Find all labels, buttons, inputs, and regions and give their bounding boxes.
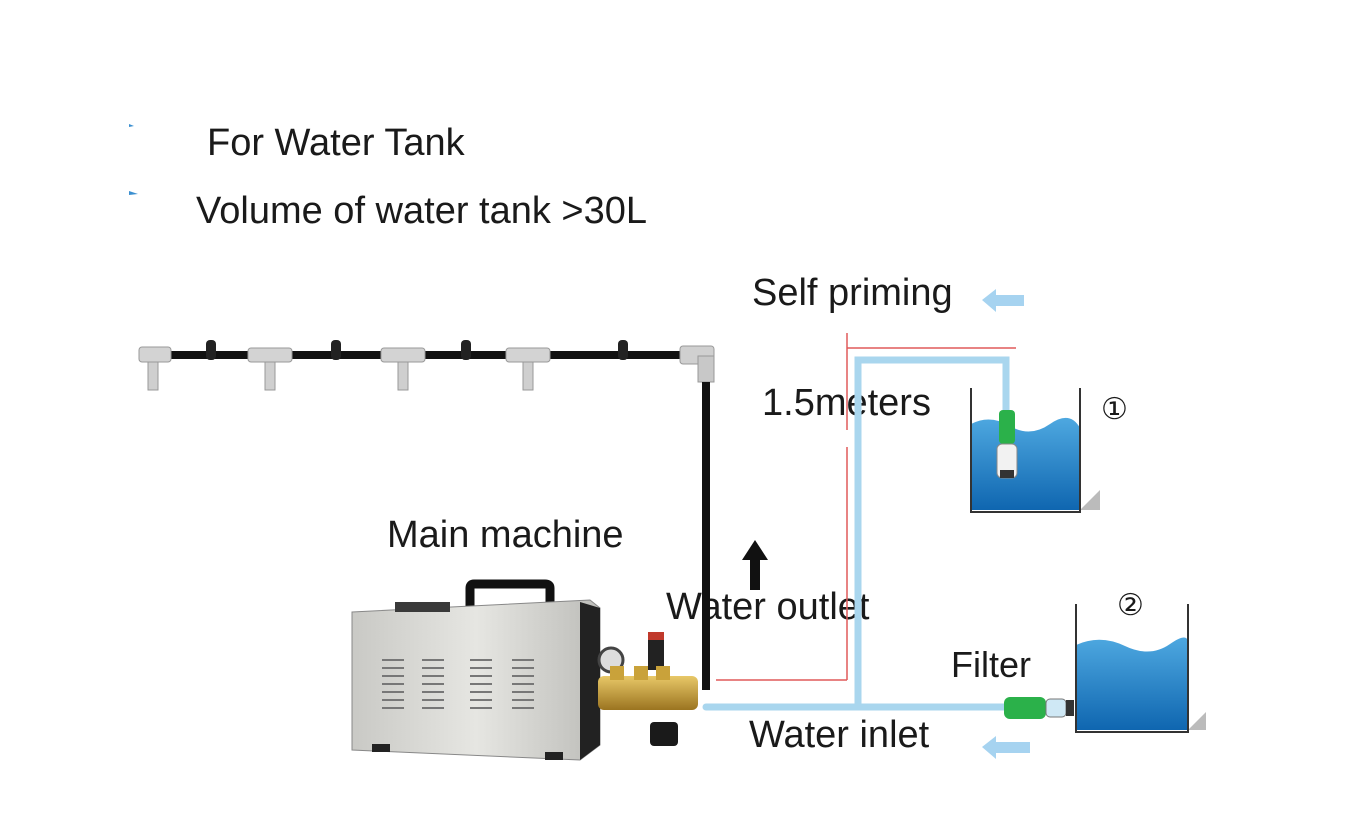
bullet-mark (129, 124, 134, 127)
bullet-mark (129, 191, 138, 195)
hose-clip (206, 340, 628, 360)
mist-nozzle-icon (505, 347, 551, 391)
option-2-marker: ② (1117, 589, 1144, 622)
water-outlet-label: Water outlet (666, 586, 870, 628)
mist-line (138, 340, 715, 690)
water-inlet-label: Water inlet (749, 714, 930, 756)
tank-volume-note: Volume of water tank >30L (196, 190, 648, 232)
option-1-marker: ① (1101, 393, 1128, 426)
mist-nozzle-icon (247, 347, 293, 391)
filter-icon (996, 410, 1018, 479)
pump-machine-icon (351, 579, 698, 761)
arrow-up-icon (742, 540, 768, 590)
suction-pipe (702, 356, 1010, 711)
arrow-left-icon (982, 736, 1030, 759)
diagram-title: For Water Tank (207, 122, 465, 164)
main-machine-label: Main machine (387, 514, 624, 556)
self-priming-label: Self priming (752, 272, 953, 314)
filter-icon (1004, 697, 1074, 719)
mist-nozzle-icon (138, 346, 172, 391)
height-guide-lines (716, 333, 1016, 681)
arrow-left-icon (982, 289, 1024, 312)
water-tank-icon (970, 388, 1100, 513)
filter-label: Filter (951, 644, 1031, 685)
mist-nozzle-icon (380, 347, 426, 391)
water-tank-icon (1075, 604, 1206, 733)
